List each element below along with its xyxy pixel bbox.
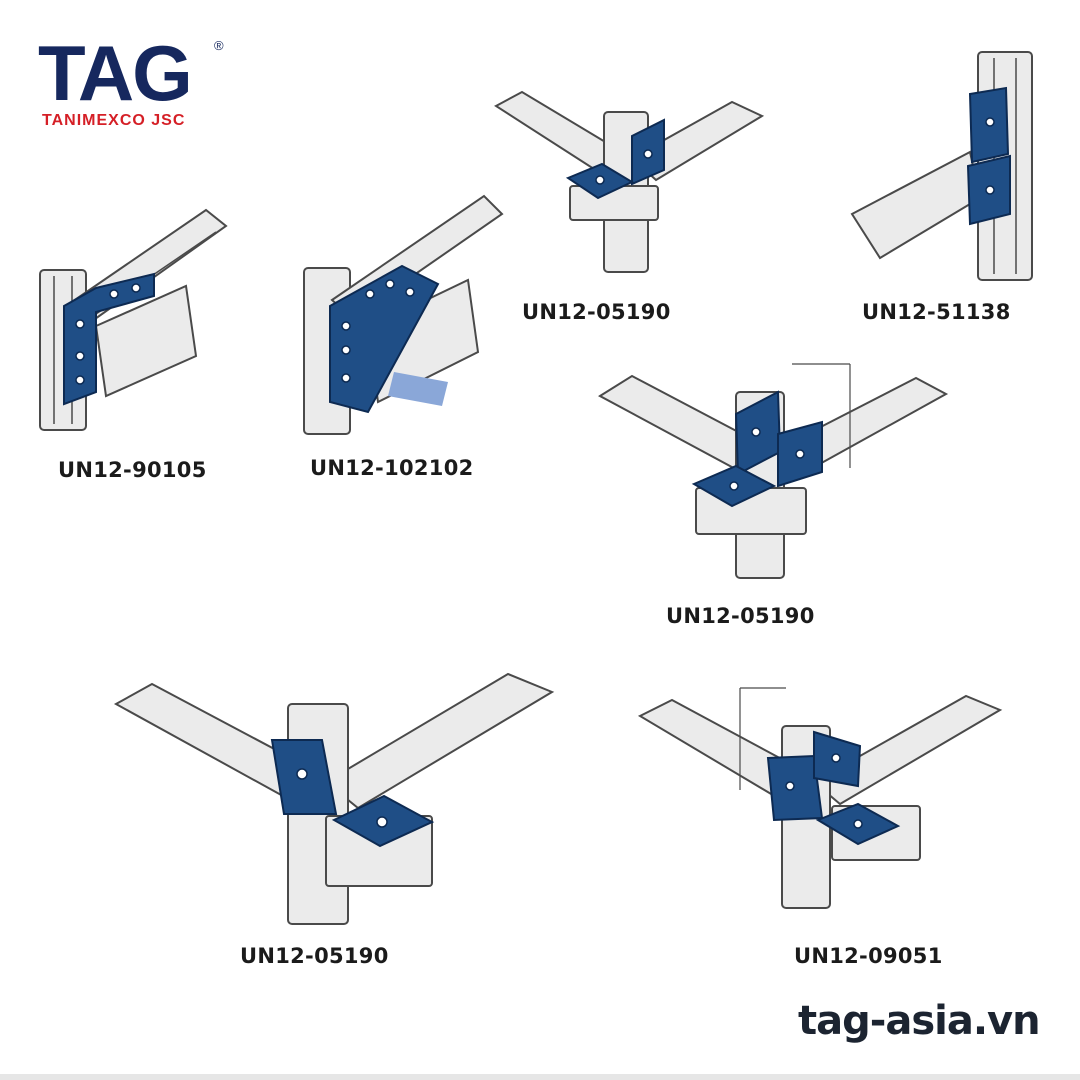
bottom-divider [0, 1074, 1080, 1080]
fitting-illustration-7 [636, 686, 1006, 912]
tag-logo: TAG ® TANIMEXCO JSC [38, 34, 238, 134]
product-label-4: UN12-51138 [862, 300, 1011, 324]
fitting-illustration-2 [298, 188, 508, 440]
product-label-5: UN12-05190 [666, 604, 815, 628]
fitting-illustration-4 [850, 48, 1040, 286]
website-url: tag-asia.vn [798, 998, 1041, 1044]
product-label-1: UN12-90105 [58, 458, 207, 482]
three-way-fitting-illustration [598, 363, 949, 579]
fitting-illustration-3 [492, 86, 772, 276]
registered-mark: ® [214, 38, 224, 53]
tee-fitting-illustration [850, 51, 1033, 281]
logo-wordmark: TAG [38, 29, 193, 117]
company-name: TANIMEXCO JSC [42, 112, 186, 129]
product-label-2: UN12-102102 [310, 456, 474, 480]
three-way-fitting-illustration [113, 672, 555, 925]
fitting-illustration-5 [596, 356, 952, 582]
corner-bracket-illustration [39, 208, 228, 431]
product-label-7: UN12-09051 [794, 944, 943, 968]
fitting-illustration-6 [112, 666, 558, 930]
three-way-fitting-illustration [494, 90, 765, 273]
product-label-3: UN12-05190 [522, 300, 671, 324]
three-way-fitting-illustration [637, 687, 1003, 909]
fitting-illustration-1 [36, 196, 236, 436]
product-label-6: UN12-05190 [240, 944, 389, 968]
gusset-bracket-illustration [303, 194, 504, 435]
